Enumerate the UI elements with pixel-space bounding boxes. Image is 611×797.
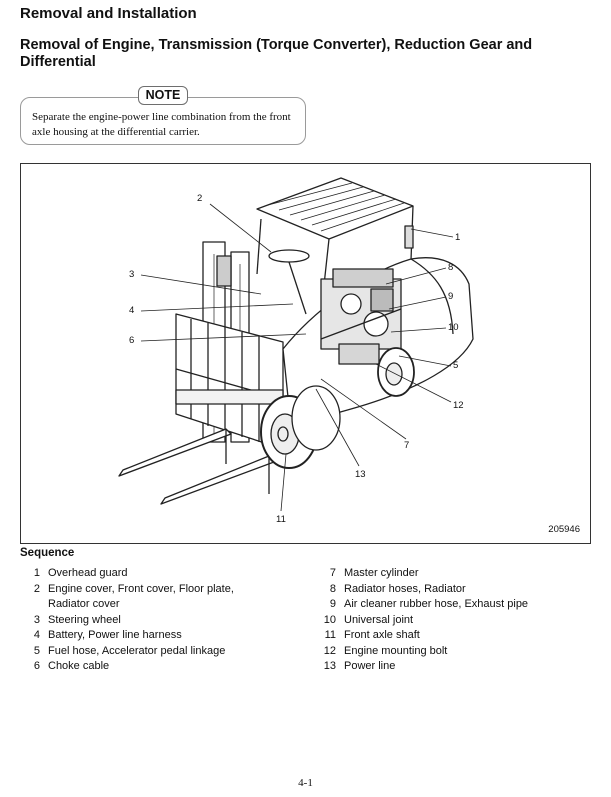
callout-2: 2	[197, 193, 203, 204]
callout-10: 10	[448, 322, 459, 333]
callout-8: 8	[448, 262, 454, 273]
sequence-item: 7 Master cylinder	[316, 566, 528, 582]
sequence-item-text: Front axle shaft	[344, 629, 420, 641]
sequence-item-text: Master cylinder	[344, 567, 419, 579]
sequence-item-number: 9	[329, 598, 336, 610]
callout-4: 4	[129, 305, 135, 316]
figure-id: 205946	[548, 524, 580, 535]
note-text: Separate the engine-power line combinati…	[32, 111, 291, 138]
sequence-item-text: Battery, Power line harness	[48, 629, 182, 641]
sequence-item: 2 Engine cover, Front cover, Floor plate,	[20, 582, 234, 598]
load-backrest-drawing	[175, 313, 284, 450]
sequence-list-left: 1 Overhead guard 2 Engine cover, Front cove…	[20, 566, 234, 675]
sequence-item: Radiator cover	[20, 597, 234, 613]
section-subtitle: Removal of Engine, Transmission (Torque …	[20, 37, 533, 70]
callout-13: 13	[355, 469, 366, 480]
sequence-item: 1 Overhead guard	[20, 566, 234, 582]
sequence-item-number: 10	[323, 613, 336, 626]
callout-6: 6	[129, 335, 135, 346]
sequence-item-number: 3	[33, 613, 40, 626]
sequence-list-right: 7 Master cylinder 8 Radiator hoses, Radiato…	[316, 566, 528, 675]
sequence-item-text: Steering wheel	[48, 613, 121, 626]
sequence-item-number: 6	[33, 660, 40, 672]
sequence-item: 3 Steering wheel	[20, 613, 234, 629]
sequence-item: 6 Choke cable	[20, 659, 234, 675]
rear-wheel-drawing	[377, 347, 415, 397]
sequence-item-text: Universal joint	[344, 613, 414, 626]
callout-7: 7	[404, 440, 410, 451]
page-title: Removal and Installation	[20, 5, 197, 22]
front-wheel-drawing	[260, 385, 341, 469]
sequence-item-number: 7	[329, 567, 336, 579]
sequence-item: 8 Radiator hoses, Radiator	[316, 582, 528, 598]
callout-1: 1	[455, 232, 461, 243]
sequence-item: 11 Front axle shaft	[316, 628, 528, 644]
callout-12: 12	[453, 400, 464, 411]
sequence-item-text: Fuel hose, Accelerator pedal linkage	[48, 644, 226, 657]
sequence-item: 4 Battery, Power line harness	[20, 628, 234, 644]
sequence-item-text: Engine mounting bolt	[344, 644, 448, 657]
leader-lines	[140, 203, 454, 512]
sequence-item-text: Radiator hoses, Radiator	[344, 582, 466, 595]
engine-drawing	[320, 268, 402, 365]
sequence-item: 5 Fuel hose, Accelerator pedal linkage	[20, 644, 234, 660]
sequence-item-number: 1	[33, 567, 40, 579]
sequence-item-text: Engine cover, Front cover, Floor plate,	[48, 582, 234, 595]
note-label: NOTE	[138, 86, 188, 105]
sequence-item-number	[20, 597, 40, 613]
sequence-item-number: 12	[323, 644, 336, 657]
sequence-item-text: Power line	[344, 660, 396, 672]
sequence-item-text: Overhead guard	[48, 567, 128, 579]
sequence-item: 12 Engine mounting bolt	[316, 644, 528, 660]
sequence-item-number: 5	[33, 644, 40, 657]
callout-11: 11	[276, 514, 286, 525]
callout-5: 5	[453, 360, 459, 371]
sequence-item-text: Radiator cover	[48, 598, 120, 610]
sequence-item-number: 8	[329, 582, 336, 595]
sequence-item-number: 2	[33, 582, 40, 595]
sequence-heading: Sequence	[20, 547, 75, 559]
sequence-item: 9 Air cleaner rubber hose, Exhaust pipe	[316, 597, 528, 613]
sequence-item-text: Choke cable	[48, 660, 110, 672]
sequence-item-text: Air cleaner rubber hose, Exhaust pipe	[344, 598, 529, 610]
sequence-item-number: 13	[323, 660, 336, 672]
forklift-illustration: 2 1 3 4 6 8 9 10 5 12 7 13 11 205946	[20, 163, 591, 544]
sequence-item: 10 Universal joint	[316, 613, 528, 629]
callout-9: 9	[448, 291, 454, 302]
page-number: 4-1	[298, 777, 313, 789]
forks-drawing	[118, 428, 275, 505]
forklift-drawing	[118, 177, 474, 512]
sequence-item-number: 4	[33, 629, 40, 641]
callout-3: 3	[129, 269, 135, 280]
sequence-item-number: 11	[324, 629, 336, 641]
sequence-item: 13 Power line	[316, 659, 528, 675]
